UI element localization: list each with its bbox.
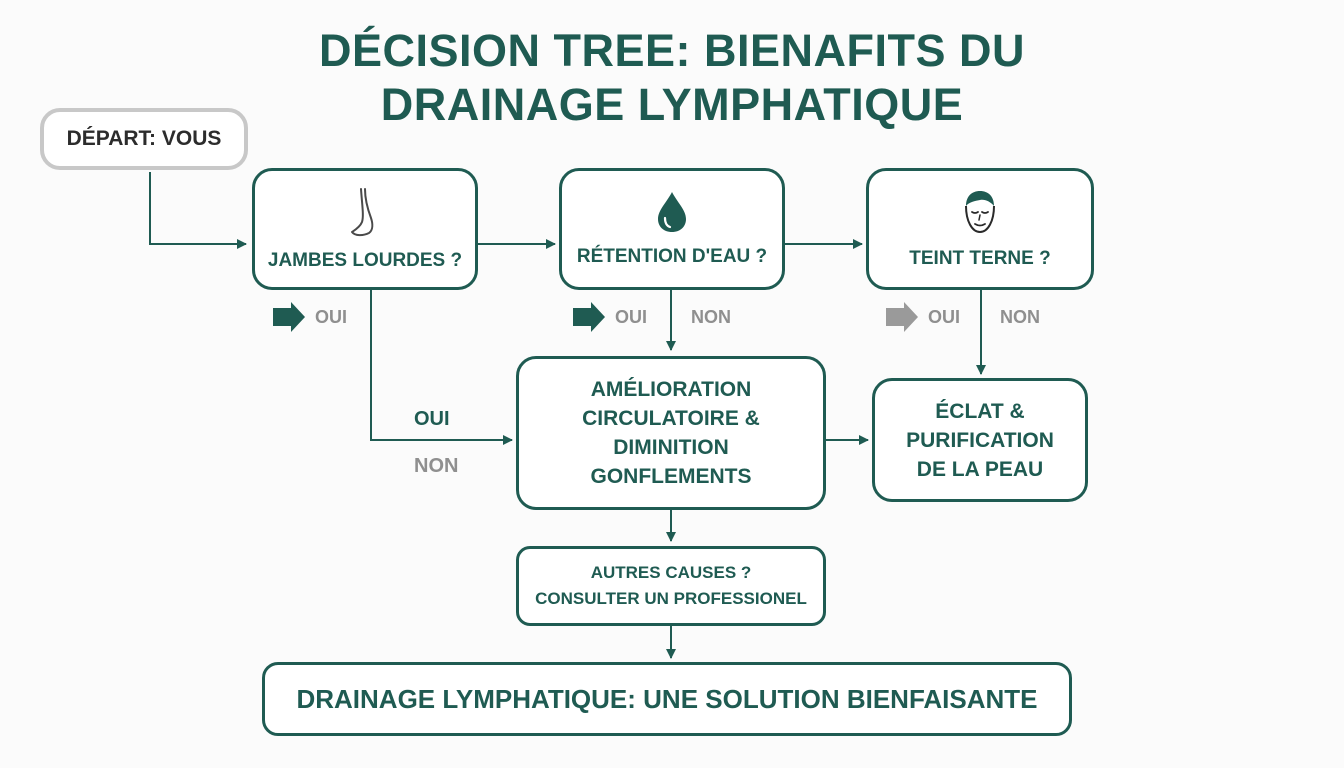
- outcome-line: ÉCLAT &: [935, 399, 1025, 423]
- branch-label-q1-oui: OUI: [315, 307, 348, 327]
- question-heavy-legs: JAMBES LOURDES ?: [252, 168, 478, 290]
- branch-label-q2-oui: OUI: [615, 307, 648, 327]
- branch-label-mid-non: NON: [414, 455, 459, 477]
- outcome-line: AMÉLIORATION: [590, 378, 752, 401]
- title-line-1: DÉCISION TREE: BIENAFITS DU: [318, 25, 1026, 76]
- arrow-right-icon-q2-oui: [573, 302, 605, 332]
- outcome-circulation: AMÉLIORATION CIRCULATOIRE & DIMINITION G…: [516, 356, 826, 510]
- branch-label-q2-non: NON: [691, 307, 731, 327]
- final-label: DRAINAGE LYMPHATIQUE: UNE SOLUTION BIENF…: [296, 683, 1038, 714]
- question-dull-complexion: TEINT TERNE ?: [866, 168, 1094, 290]
- outcome-line: CIRCULATOIRE &: [582, 407, 760, 430]
- diagram-title: DÉCISION TREE: BIENAFITS DU DRAINAGE LYM…: [0, 24, 1344, 132]
- start-label: DÉPART: VOUS: [66, 127, 222, 150]
- outcome-skin: ÉCLAT & PURIFICATION DE LA PEAU: [872, 378, 1088, 502]
- branch-label-mid-oui: OUI: [414, 408, 450, 430]
- branch-label-q3-non: NON: [1000, 307, 1040, 327]
- water-drop-icon: [658, 192, 686, 232]
- question-label: JAMBES LOURDES ?: [267, 250, 463, 271]
- outcome-line: PURIFICATION: [906, 428, 1054, 452]
- arrow-right-icon-q3-oui: [886, 302, 918, 332]
- connector-start-to-q1: [149, 172, 247, 249]
- question-water-retention: RÉTENTION D'EAU ?: [559, 168, 785, 290]
- outcome-line: DIMINITION: [613, 436, 729, 459]
- final-conclusion: DRAINAGE LYMPHATIQUE: UNE SOLUTION BIENF…: [262, 662, 1072, 736]
- outcome-line: DE LA PEAU: [916, 457, 1044, 481]
- outcome-line: AUTRES CAUSES ?: [590, 563, 752, 582]
- question-label: TEINT TERNE ?: [909, 248, 1051, 269]
- branch-label-q3-oui: OUI: [928, 307, 961, 327]
- outcome-line: GONFLEMENTS: [590, 465, 752, 488]
- title-line-2: DRAINAGE LYMPHATIQUE: [380, 79, 964, 130]
- leg-icon: [351, 188, 374, 237]
- outcome-line: CONSULTER UN PROFESSIONEL: [535, 589, 807, 608]
- connector-q1-to-circulation: [370, 290, 513, 445]
- arrow-right-icon-q1-oui: [273, 302, 305, 332]
- start-node: DÉPART: VOUS: [40, 108, 248, 170]
- outcome-other-causes: AUTRES CAUSES ? CONSULTER UN PROFESSIONE…: [516, 546, 826, 626]
- question-label: RÉTENTION D'EAU ?: [576, 246, 768, 267]
- face-icon: [965, 191, 995, 234]
